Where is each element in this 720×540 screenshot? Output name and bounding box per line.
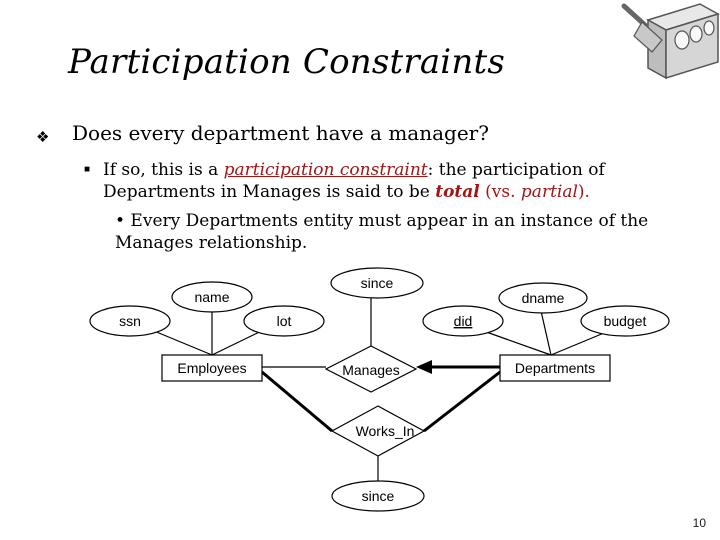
edge-departments-worksin-total (424, 372, 500, 431)
attr-ssn-label: ssn (119, 313, 141, 329)
edge-employees-worksin-total (262, 372, 332, 431)
attr-lot-label: lot (277, 313, 292, 329)
arrow-head-icon (416, 360, 432, 374)
attr-budget-label: budget (604, 313, 647, 329)
entity-employees-label: Employees (177, 360, 246, 376)
attr-did-label: did (454, 313, 473, 329)
rel-worksin-label: Works_In (356, 423, 415, 439)
edge-dname-departments (541, 311, 551, 355)
attr-dname-label: dname (522, 290, 565, 306)
entity-departments-label: Departments (515, 360, 595, 376)
attr-since-label: since (361, 275, 394, 291)
rel-manages-label: Manages (342, 362, 400, 378)
attr-since2-label: since (362, 488, 395, 504)
attr-name-label: name (194, 289, 229, 305)
page-number: 10 (693, 516, 706, 530)
